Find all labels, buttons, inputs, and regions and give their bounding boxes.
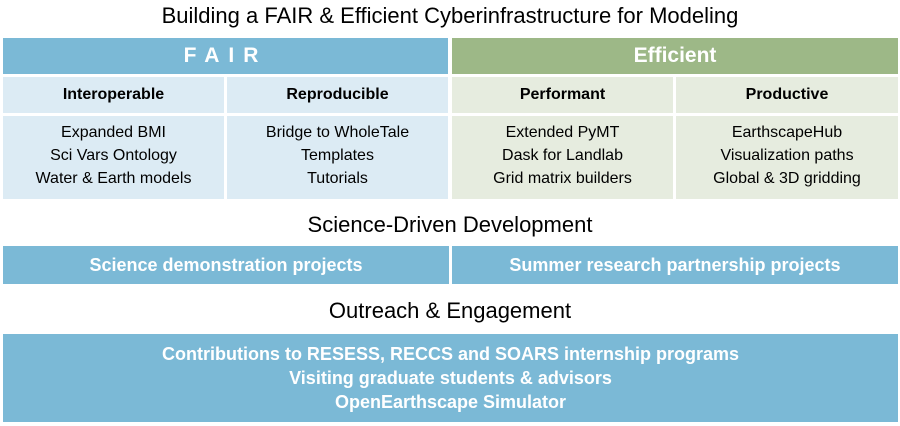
reproducible-items: Bridge to WholeTale Templates Tutorials: [227, 116, 448, 199]
summer-research-box: Summer research partnership projects: [452, 246, 898, 284]
outreach-item: Visiting graduate students & advisors: [289, 368, 612, 388]
list-item: Expanded BMI: [61, 124, 166, 141]
performant-heading: Performant: [452, 77, 673, 113]
reproducible-column: Reproducible Bridge to WholeTale Templat…: [227, 77, 448, 199]
list-item: Water & Earth models: [35, 170, 192, 187]
list-item: EarthscapeHub: [731, 124, 843, 141]
productive-column: Productive EarthscapeHub Visualization p…: [676, 77, 898, 199]
diagram-title: Building a FAIR & Efficient Cyberinfrast…: [161, 3, 739, 28]
list-item: Dask for Landlab: [502, 147, 623, 164]
list-item: Templates: [301, 147, 374, 164]
interoperable-items: Expanded BMI Sci Vars Ontology Water & E…: [3, 116, 224, 199]
productive-heading: Productive: [676, 77, 898, 113]
productive-items: EarthscapeHub Visualization paths Global…: [676, 116, 898, 199]
reproducible-heading: Reproducible: [227, 77, 448, 113]
science-driven-title: Science-Driven Development: [307, 212, 593, 237]
interoperable-heading: Interoperable: [3, 77, 224, 113]
list-item: Visualization paths: [720, 147, 854, 164]
efficient-header: Efficient: [452, 38, 898, 74]
fair-header: FAIR: [3, 38, 448, 74]
list-item: Bridge to WholeTale: [265, 124, 410, 141]
interoperable-column: Interoperable Expanded BMI Sci Vars Onto…: [3, 77, 224, 199]
outreach-box: Contributions to RESESS, RECCS and SOARS…: [3, 334, 898, 422]
outreach-title: Outreach & Engagement: [328, 298, 572, 323]
performant-column: Performant Extended PyMT Dask for Landla…: [452, 77, 673, 199]
list-item: Extended PyMT: [505, 124, 620, 141]
science-demonstration-box: Science demonstration projects: [3, 246, 449, 284]
list-item: Tutorials: [307, 170, 368, 187]
list-item: Grid matrix builders: [493, 170, 632, 187]
list-item: Global & 3D gridding: [713, 170, 861, 187]
outreach-item: Contributions to RESESS, RECCS and SOARS…: [161, 344, 740, 364]
performant-items: Extended PyMT Dask for Landlab Grid matr…: [452, 116, 673, 199]
list-item: Sci Vars Ontology: [50, 147, 177, 164]
outreach-item: OpenEarthscape Simulator: [334, 392, 567, 412]
